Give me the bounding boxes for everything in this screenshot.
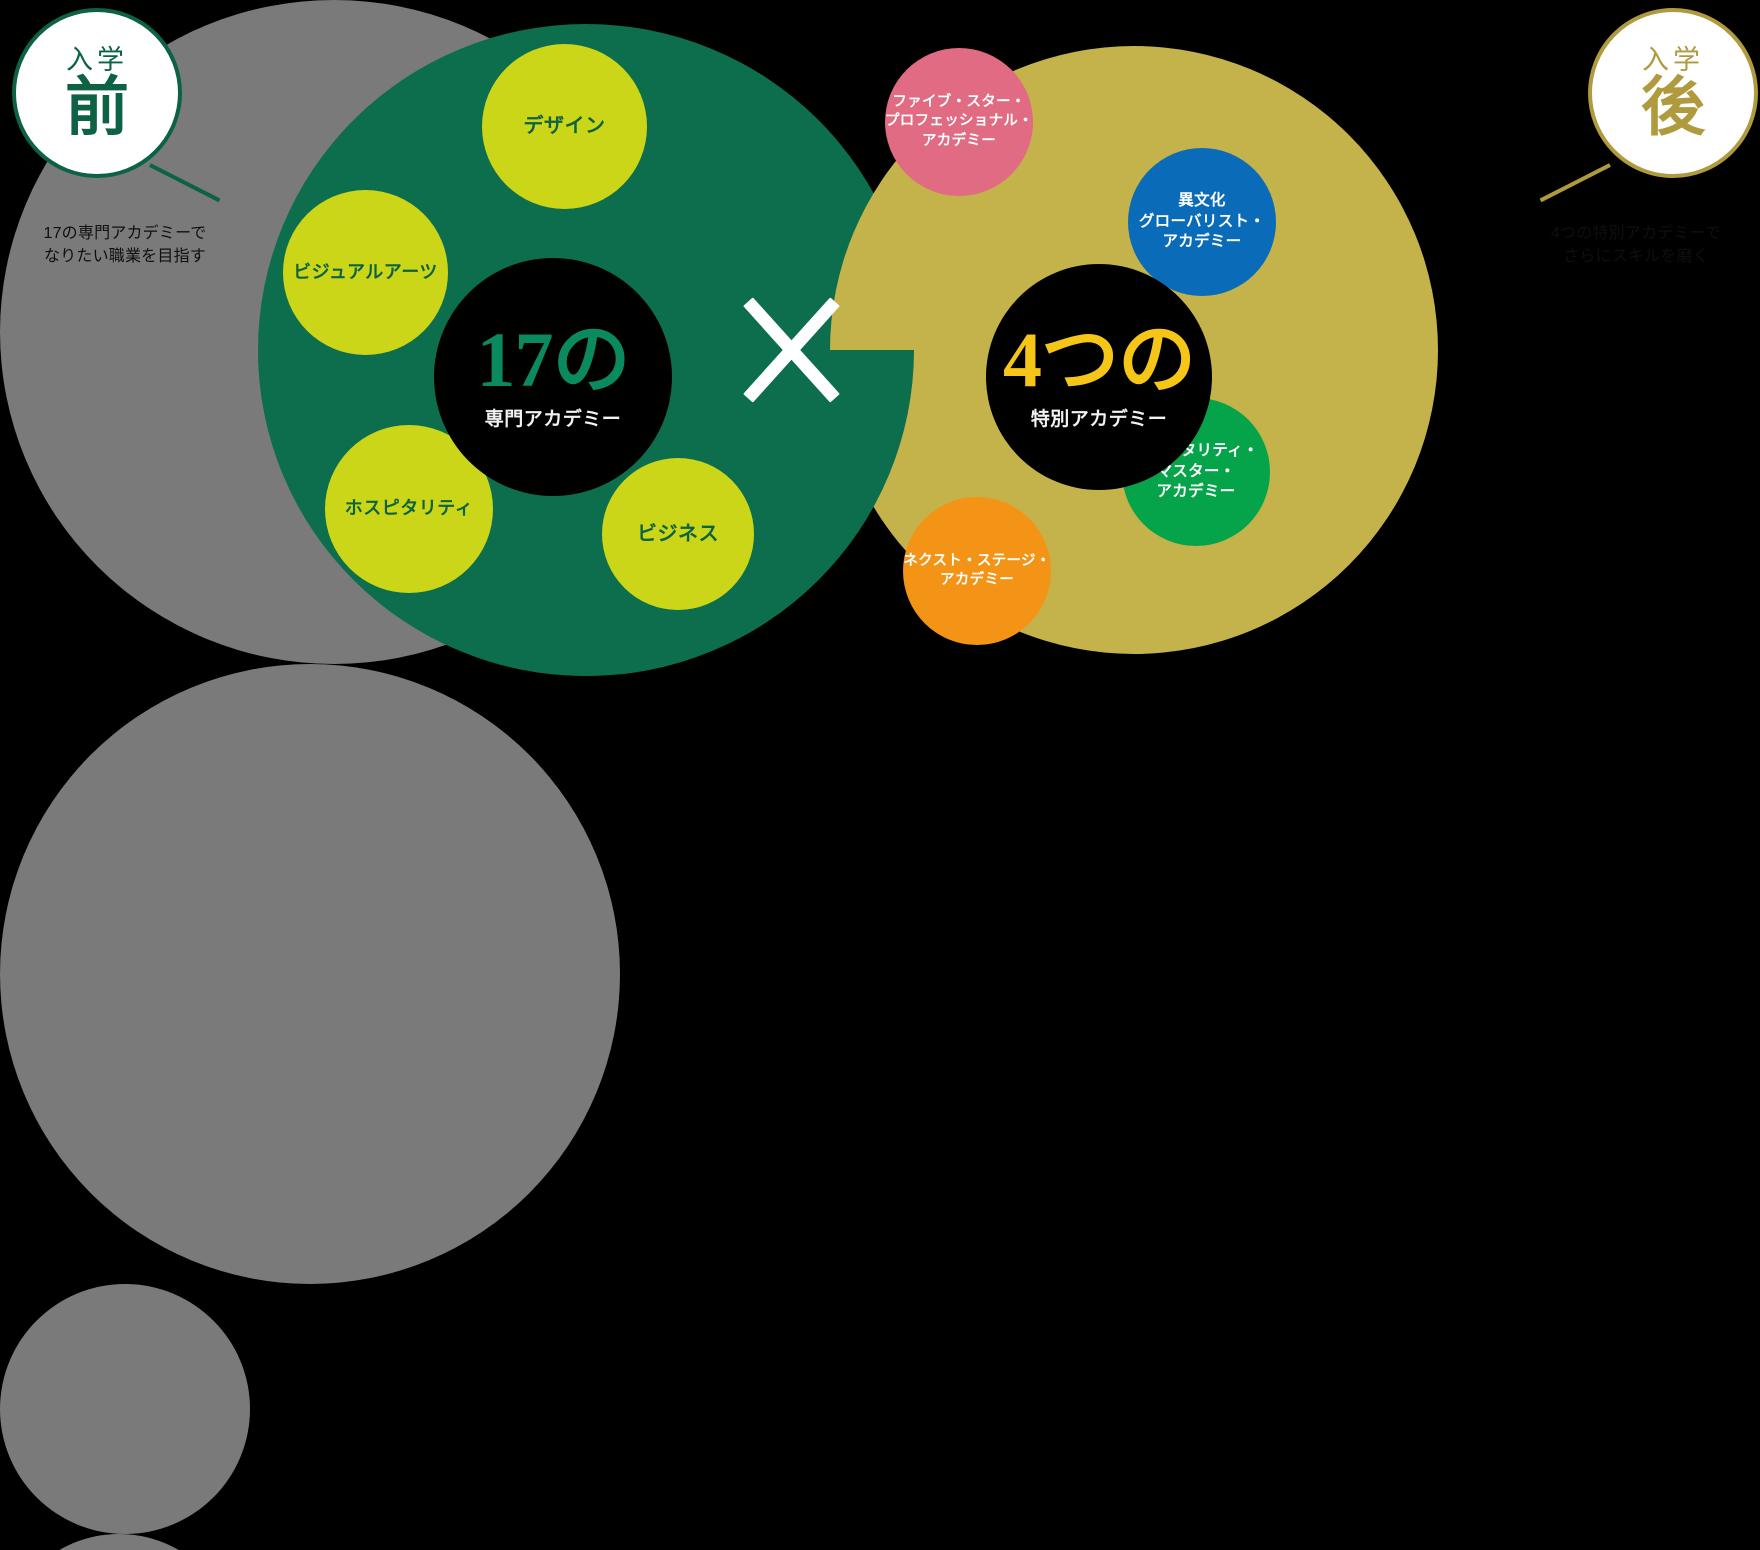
left-center-hole: 17の 専門アカデミー (434, 258, 672, 496)
badge-after-big-label: 後 (1641, 71, 1705, 143)
right-center-hole: 4つの 特別アカデミー (986, 264, 1212, 490)
bubble-visual-arts[interactable]: ビジュアルアーツ (283, 190, 448, 355)
bubble-business-label: ビジネス (637, 522, 719, 545)
bubble-hospitality-label: ホスピタリティ (344, 498, 474, 519)
badge-before-small-label: 入学 (66, 44, 128, 75)
bubble-global-culture[interactable]: 異文化 グローバリスト・ アカデミー (1128, 148, 1276, 296)
badge-after-caption: 4つの特別アカデミーで さらにスキルを磨く (1550, 225, 1722, 266)
right-center-label: 特別アカデミー (1030, 408, 1168, 430)
bubble-next-stage[interactable]: ネクスト・ステージ・ アカデミー (903, 497, 1051, 645)
badge-before: 入学 前 (12, 8, 182, 178)
right-center-number: 4つの (1002, 316, 1196, 404)
left-center-number: 17の (476, 316, 630, 404)
bubble-design[interactable]: デザイン (482, 44, 647, 209)
left-center-label: 専門アカデミー (484, 408, 622, 430)
bubble-five-star-professional[interactable]: ファイブ・スター・ プロフェッショナル・ アカデミー (885, 48, 1033, 196)
badge-before-caption: 17の専門アカデミーで なりたい職業を目指す (43, 225, 207, 266)
badge-after-small-label: 入学 (1642, 44, 1704, 75)
badge-after-leader-line (1539, 163, 1611, 203)
badge-after: 入学 後 (1588, 8, 1758, 178)
bubble-next-stage-label: ネクスト・ステージ・ アカデミー (903, 552, 1051, 588)
bubble-visual-arts-label: ビジュアルアーツ (293, 261, 438, 282)
multiply-icon (726, 285, 856, 415)
bubble-global-culture-label: 異文化 グローバリスト・ アカデミー (1138, 192, 1266, 251)
bubble-design-label: デザイン (523, 115, 606, 138)
left-center-rim (0, 1284, 250, 1534)
bubble-business[interactable]: ビジネス (602, 458, 754, 610)
right-circle-rim (0, 664, 620, 1284)
badge-before-big-label: 前 (65, 71, 129, 143)
bubble-hospitality[interactable]: ホスピタリティ (325, 425, 493, 593)
right-center-rim (0, 1534, 238, 1550)
bubble-five-star-professional-label: ファイブ・スター・ プロフェッショナル・ アカデミー (885, 94, 1033, 149)
